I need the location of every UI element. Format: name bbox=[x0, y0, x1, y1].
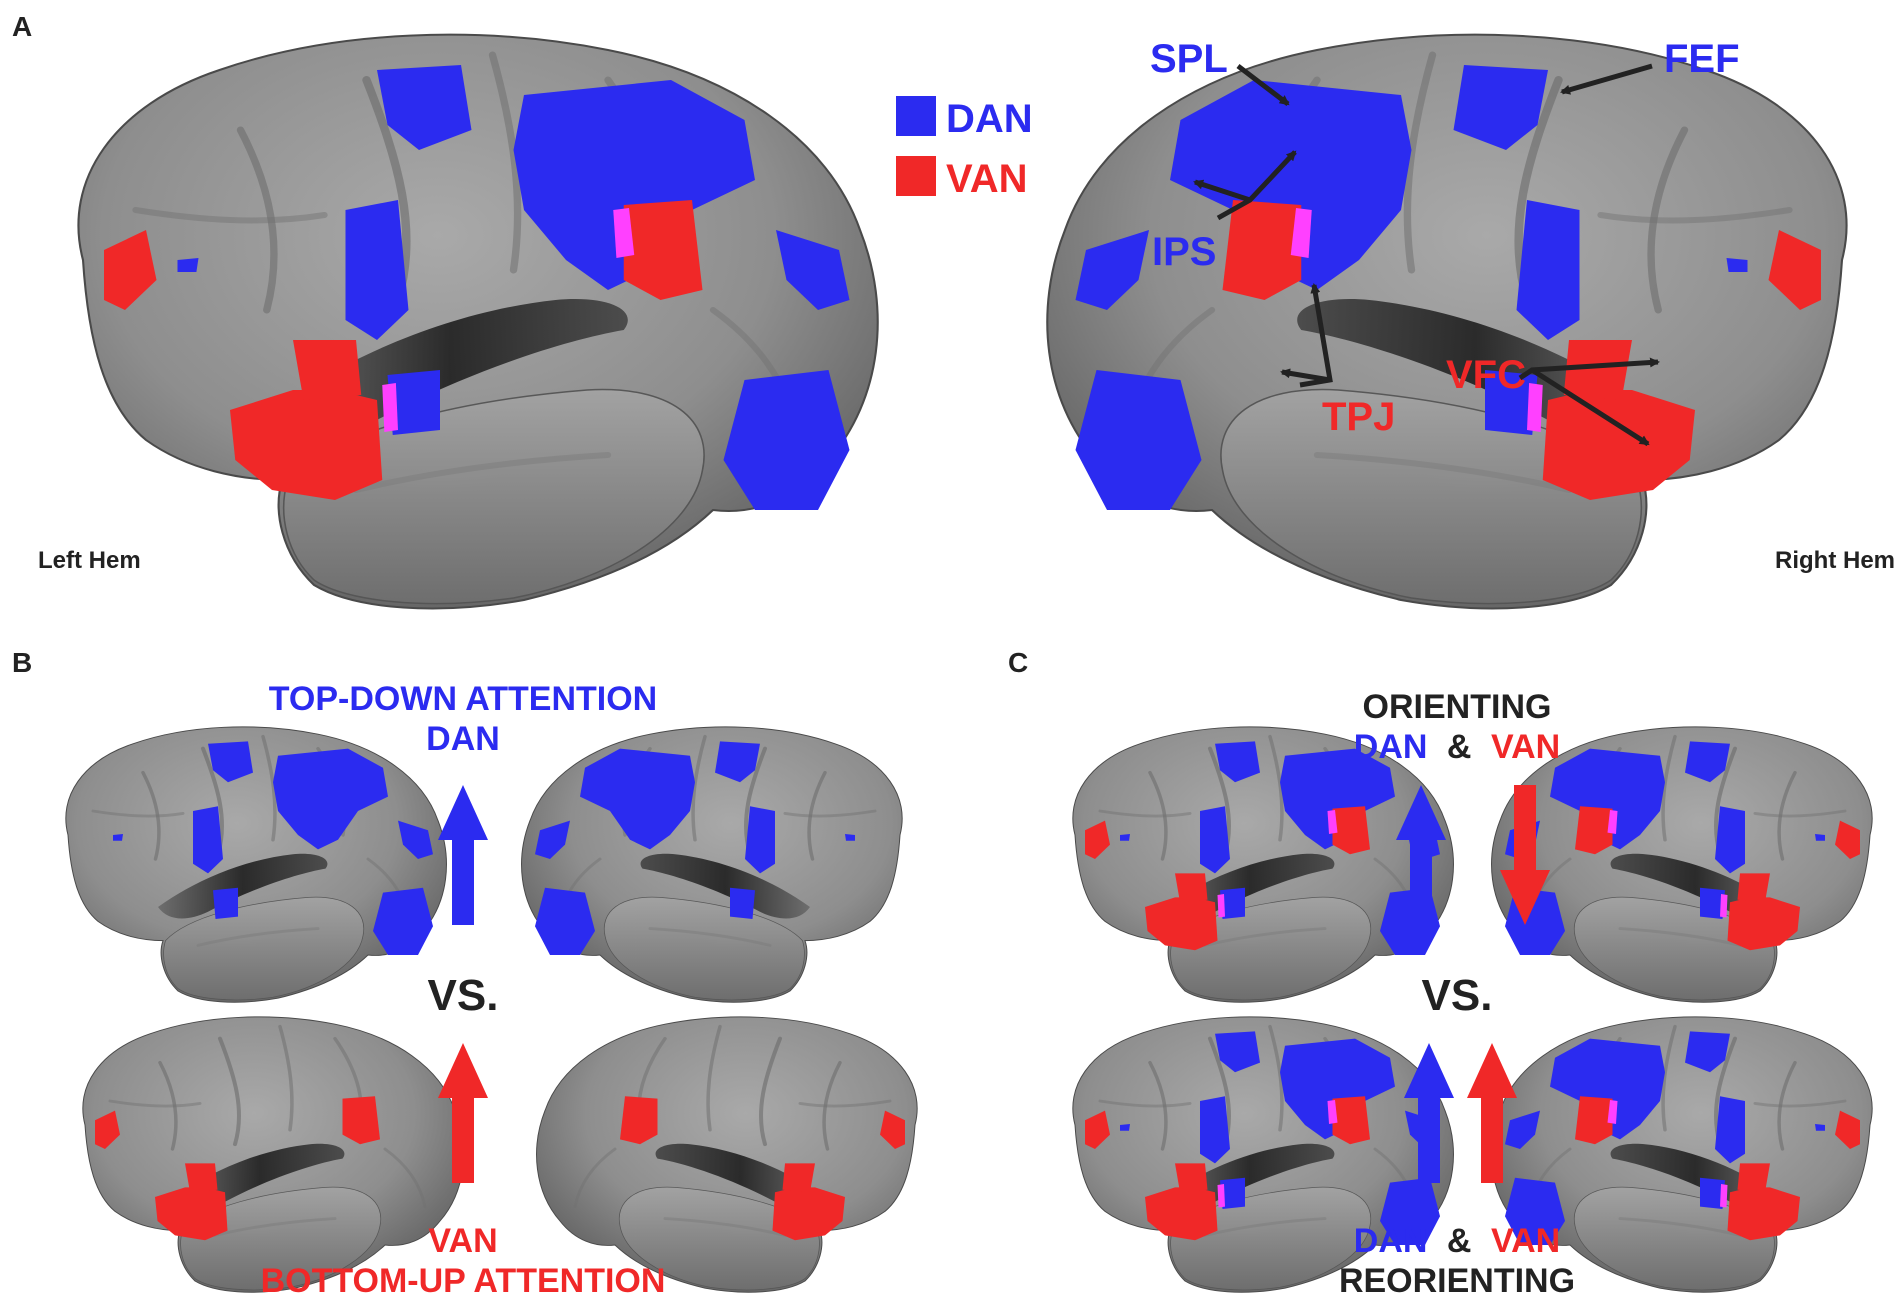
left-hem-label: Left Hem bbox=[38, 547, 141, 574]
panel-b-bottom-left-brain bbox=[83, 1017, 464, 1292]
panel-c-bottom-line1: DAN & VAN bbox=[1354, 1222, 1560, 1260]
right-hemisphere-brain-large bbox=[1047, 35, 1846, 609]
panel-c-top-line2: DAN & VAN bbox=[1354, 728, 1560, 766]
panel-c-bottom-dan: DAN bbox=[1354, 1222, 1428, 1260]
panel-b-letter: B bbox=[12, 647, 32, 678]
legend-van-swatch bbox=[896, 156, 936, 196]
region-label-vfc: VFC bbox=[1446, 353, 1526, 397]
region-label-tpj: TPJ bbox=[1322, 395, 1395, 439]
panel-b-top-line1: TOP-DOWN ATTENTION bbox=[269, 680, 657, 718]
legend-dan-swatch bbox=[896, 96, 936, 136]
left-hemisphere-brain-large bbox=[78, 35, 877, 609]
panel-c-bottom-van: VAN bbox=[1491, 1222, 1560, 1260]
panel-b-vs: VS. bbox=[428, 971, 499, 1020]
panel-c-letter: C bbox=[1008, 647, 1028, 678]
panel-c-vs: VS. bbox=[1422, 971, 1493, 1020]
panel-a-letter: A bbox=[12, 11, 32, 42]
legend-dan-label: DAN bbox=[946, 97, 1033, 141]
panel-c-bottom-line2: REORIENTING bbox=[1339, 1262, 1575, 1300]
panel-b-bottom-line1: VAN bbox=[428, 1222, 497, 1260]
region-pointer-arrows bbox=[1193, 63, 1660, 447]
right-hem-label: Right Hem bbox=[1775, 547, 1895, 574]
panel-c-top-line1: ORIENTING bbox=[1363, 688, 1552, 726]
panel-c-top-left-brain bbox=[1073, 727, 1454, 1002]
panel-b-bottom-right-brain bbox=[537, 1017, 918, 1292]
region-label-ips: IPS bbox=[1152, 230, 1216, 274]
panel-c-top-amp: & bbox=[1447, 728, 1472, 766]
panel-b-top-left-brain bbox=[66, 727, 447, 1002]
region-label-spl: SPL bbox=[1150, 37, 1228, 81]
panel-b-bottom-line2: BOTTOM-UP ATTENTION bbox=[261, 1262, 666, 1300]
panel-c-top-dan: DAN bbox=[1354, 728, 1428, 766]
panel-b-top-line2: DAN bbox=[426, 720, 500, 758]
panel-c-top-right-brain bbox=[1492, 727, 1873, 1002]
panel-c-bottom-amp: & bbox=[1447, 1222, 1472, 1260]
legend-van-label: VAN bbox=[946, 157, 1027, 201]
panel-c-top-van: VAN bbox=[1491, 728, 1560, 766]
panel-b-top-right-brain bbox=[522, 727, 903, 1002]
region-label-fef: FEF bbox=[1664, 37, 1740, 81]
